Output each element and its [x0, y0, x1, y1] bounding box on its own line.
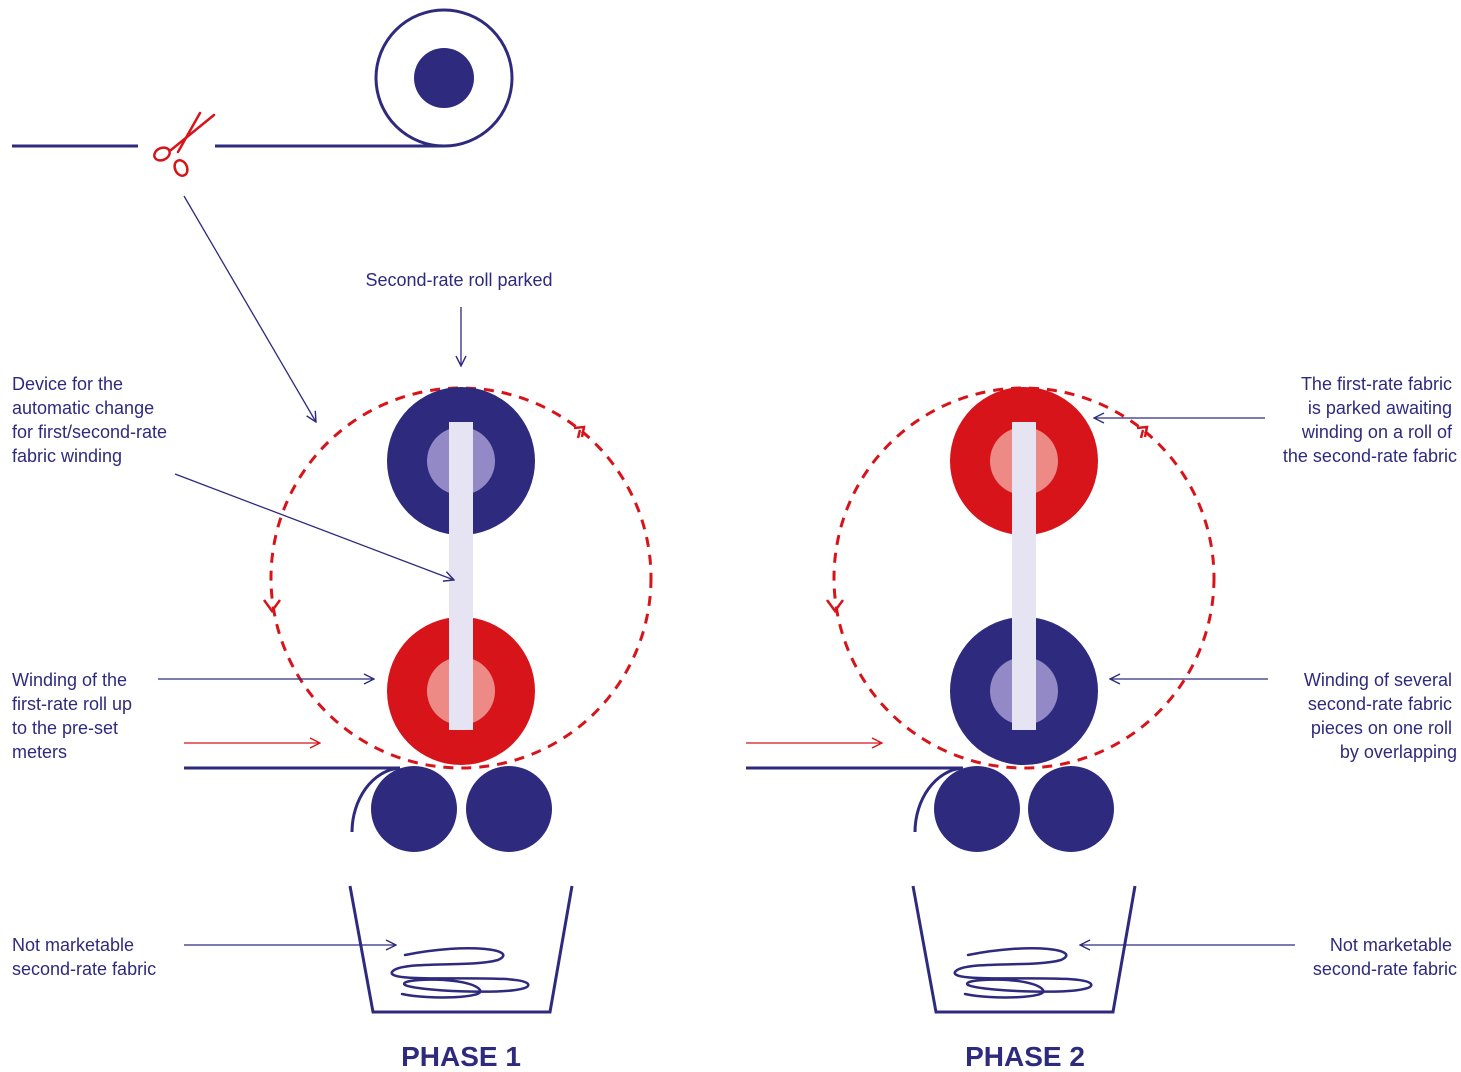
label-second-rate-parked: Second-rate roll parked: [365, 270, 552, 290]
phase1-waste-fabric: [390, 947, 530, 999]
label-winding-several: Winding of several second-rate fabric pi…: [1304, 670, 1457, 762]
phase2-machine: [746, 386, 1216, 1014]
phase1-machine: [184, 386, 653, 1014]
phase1-pinch-roller-right: [466, 766, 552, 852]
label-device: Device for the automatic change for firs…: [12, 374, 172, 466]
phase1-waste-bin: [348, 885, 574, 1014]
phase2-waste-fabric: [953, 947, 1093, 999]
cutter-leader-arrow: [183, 195, 316, 422]
label-not-marketable-right: Not marketable second-rate fabric: [1313, 935, 1457, 979]
label-winding-first: Winding of the first-rate roll up to the…: [12, 670, 137, 762]
phase2-waste-bin: [911, 885, 1137, 1014]
finished-roll: [374, 8, 514, 148]
phase1-rotating-bar: [449, 422, 473, 730]
phase2-fabric-curve: [913, 766, 964, 833]
phase2-pinch-roller-left: [934, 766, 1020, 852]
phase2-pinch-roller-right: [1028, 766, 1114, 852]
phase1-rotation-arrow-left: [262, 599, 282, 614]
phase1-rotation-path: [269, 386, 653, 770]
phase1-pinch-roller-left: [371, 766, 457, 852]
phase2-title: PHASE 2: [965, 1041, 1085, 1072]
phase2-rotation-arrow-right: [1136, 425, 1149, 439]
phase2-rotation-arrow-left: [825, 599, 845, 614]
label-not-marketable-left: Not marketable second-rate fabric: [12, 935, 156, 979]
label-first-rate-parked: The first-rate fabric is parked awaiting…: [1283, 374, 1457, 466]
phase2-rotating-bar: [1012, 422, 1036, 730]
phase1-rotation-arrow-right: [573, 425, 586, 439]
scissors-icon: [153, 111, 216, 177]
phase1-fabric-curve: [350, 766, 401, 833]
phase1-title: PHASE 1: [401, 1041, 521, 1072]
phase1-device-arrow: [174, 473, 454, 580]
phase2-rotation-path: [832, 386, 1216, 770]
